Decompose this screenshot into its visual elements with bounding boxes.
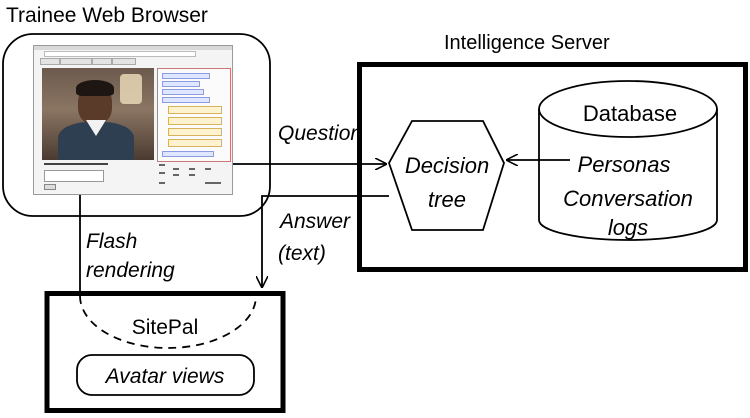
sitepal-box — [44, 291, 286, 413]
intelligence-server-box — [357, 62, 748, 272]
option-item[interactable] — [159, 172, 165, 174]
chat-bubble — [162, 73, 210, 79]
chat-bubble — [162, 81, 200, 87]
browser-tab — [92, 58, 112, 65]
chat-bubble — [168, 117, 222, 125]
option-item[interactable] — [173, 174, 179, 176]
decision-tree-hexagon — [388, 120, 505, 231]
option-item[interactable] — [189, 168, 195, 170]
sitepal-label: SitePal — [132, 316, 199, 339]
rendering-label: rendering — [86, 259, 175, 282]
sitepal-dashed-arc — [79, 295, 257, 349]
submit-button[interactable] — [44, 184, 56, 190]
decision-label: Decision — [405, 153, 489, 178]
lamp-shape — [120, 74, 142, 104]
answer-label: Answer — [278, 210, 351, 233]
chat-bubble — [162, 151, 214, 157]
chat-bubble — [168, 139, 222, 147]
option-item[interactable] — [159, 164, 165, 166]
chat-bubble — [168, 106, 222, 114]
avatar-video-panel — [42, 68, 154, 160]
option-item[interactable] — [205, 168, 211, 170]
database-label: Database — [583, 101, 677, 126]
tree-label: tree — [428, 187, 466, 212]
option-item[interactable] — [189, 174, 195, 176]
personas-label: Personas — [578, 152, 671, 177]
option-item[interactable] — [173, 168, 179, 170]
chat-log-panel — [157, 68, 231, 162]
browser-tab — [40, 58, 60, 65]
question-label: Question — [278, 122, 362, 145]
conversation-label: Conversation — [563, 186, 693, 211]
question-input[interactable] — [44, 170, 104, 182]
database-cylinder-body — [538, 109, 718, 241]
option-item[interactable] — [159, 182, 165, 184]
avatar-hair — [76, 80, 114, 96]
avatar-views-box — [76, 354, 255, 396]
logs-label: logs — [608, 215, 648, 240]
browser-titlebar — [34, 46, 232, 50]
trainee-browser-title: Trainee Web Browser — [6, 4, 208, 27]
database-cylinder-top — [538, 80, 718, 138]
flash-label: Flash — [86, 230, 137, 253]
chat-bubble — [162, 89, 204, 95]
intelligence-server-title: Intelligence Server — [444, 32, 610, 54]
browser-address-bar — [44, 51, 196, 57]
option-item[interactable] — [205, 182, 221, 184]
options-panel — [157, 162, 229, 192]
chat-bubble — [168, 128, 222, 136]
browser-tab — [112, 58, 136, 65]
question-prompt-line — [44, 163, 108, 165]
answer-text-label: (text) — [278, 242, 326, 265]
chat-bubble — [162, 97, 210, 103]
answer-arrow — [262, 195, 389, 287]
browser-screenshot-thumbnail — [33, 45, 233, 195]
avatar-views-label: Avatar views — [104, 365, 225, 388]
browser-tab — [60, 58, 92, 65]
